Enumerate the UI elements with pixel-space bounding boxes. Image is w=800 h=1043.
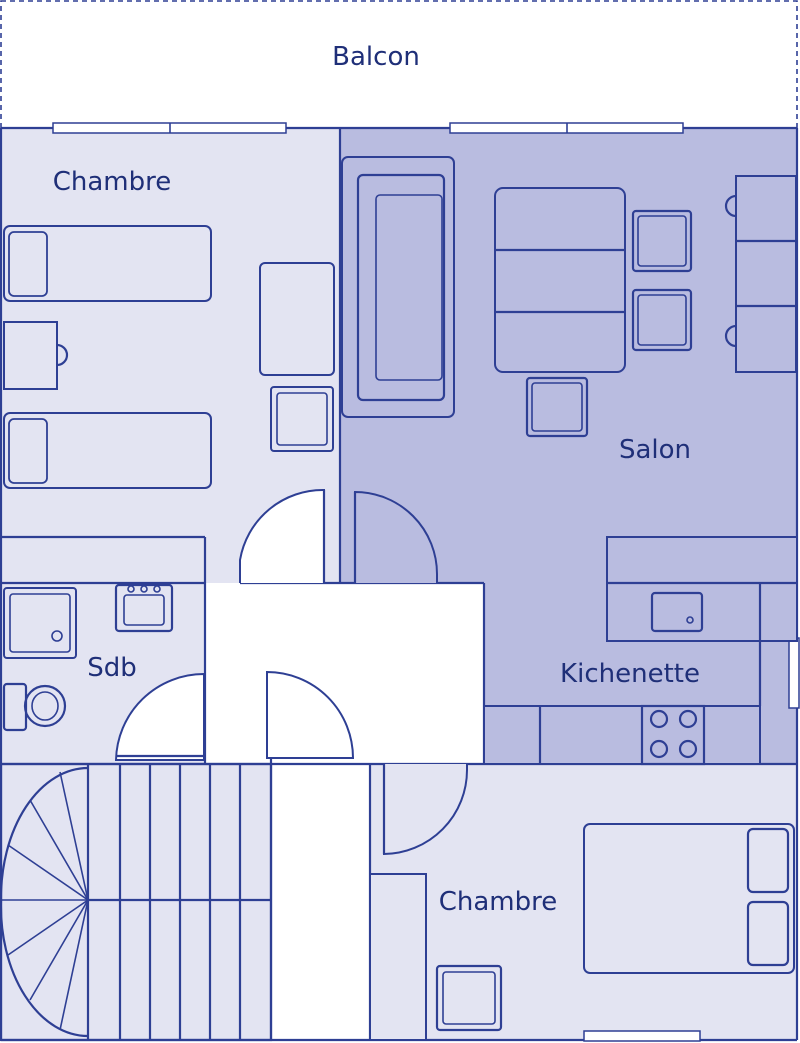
label-bedroom-top: Chambre <box>53 167 172 197</box>
door-living <box>354 490 438 583</box>
desk <box>259 262 335 376</box>
doors <box>114 488 468 856</box>
bed-pillow-2 <box>746 900 790 967</box>
label-kitchenette: Kichenette <box>560 659 700 689</box>
door-bedroom-top <box>239 488 325 583</box>
nightstand <box>3 321 58 390</box>
nightstand-lamp <box>56 343 69 367</box>
dining-chair-3 <box>525 376 589 438</box>
stair-winder-arc <box>0 766 89 1038</box>
side-cabinet <box>735 175 797 373</box>
toilet-bowl <box>23 684 67 728</box>
bedroom-top-furniture <box>3 225 335 489</box>
dining-table <box>494 187 626 373</box>
cabinet-knob-2 <box>724 324 737 348</box>
door-bathroom <box>114 672 205 761</box>
window-kitchenette <box>788 637 800 709</box>
label-living: Salon <box>619 435 691 465</box>
bedroom-chair <box>435 964 503 1032</box>
door-hall <box>266 670 355 759</box>
balcony <box>0 0 798 129</box>
room-labels: Balcon Chambre Salon Sdb Kichenette Cham… <box>53 42 700 917</box>
label-bedroom-bottom: Chambre <box>439 887 558 917</box>
label-bathroom: Sdb <box>87 653 137 683</box>
counter-lower <box>483 705 761 765</box>
shower <box>3 587 77 659</box>
pillow-lower <box>8 418 48 484</box>
double-bed <box>583 823 795 974</box>
windows <box>52 122 800 1042</box>
hall-lower-floor <box>271 764 370 1040</box>
cooktop <box>640 704 706 766</box>
bathroom-furniture <box>2 583 174 732</box>
cabinet-knob-1 <box>724 194 737 218</box>
desk-chair <box>270 386 334 452</box>
pillow-upper <box>8 231 48 297</box>
bedroom-bottom-furniture <box>369 823 795 1041</box>
kitchen-sink <box>650 591 704 633</box>
sofa <box>341 156 455 418</box>
label-balcony: Balcon <box>332 42 420 72</box>
single-bed-lower <box>3 412 212 489</box>
dining-chair-1 <box>631 209 693 273</box>
door-bedroom-bottom <box>383 764 468 856</box>
kitchenette-furniture <box>483 536 798 766</box>
bathroom-sink <box>114 583 174 633</box>
bed-pillow-1 <box>746 827 790 894</box>
single-bed-upper <box>3 225 212 302</box>
window-bedroom-bottom <box>583 1030 701 1042</box>
living-furniture <box>341 156 797 438</box>
wardrobe <box>369 873 427 1041</box>
staircase <box>0 762 273 1042</box>
stairs-floor <box>1 764 271 1040</box>
dining-chair-2 <box>631 288 693 352</box>
